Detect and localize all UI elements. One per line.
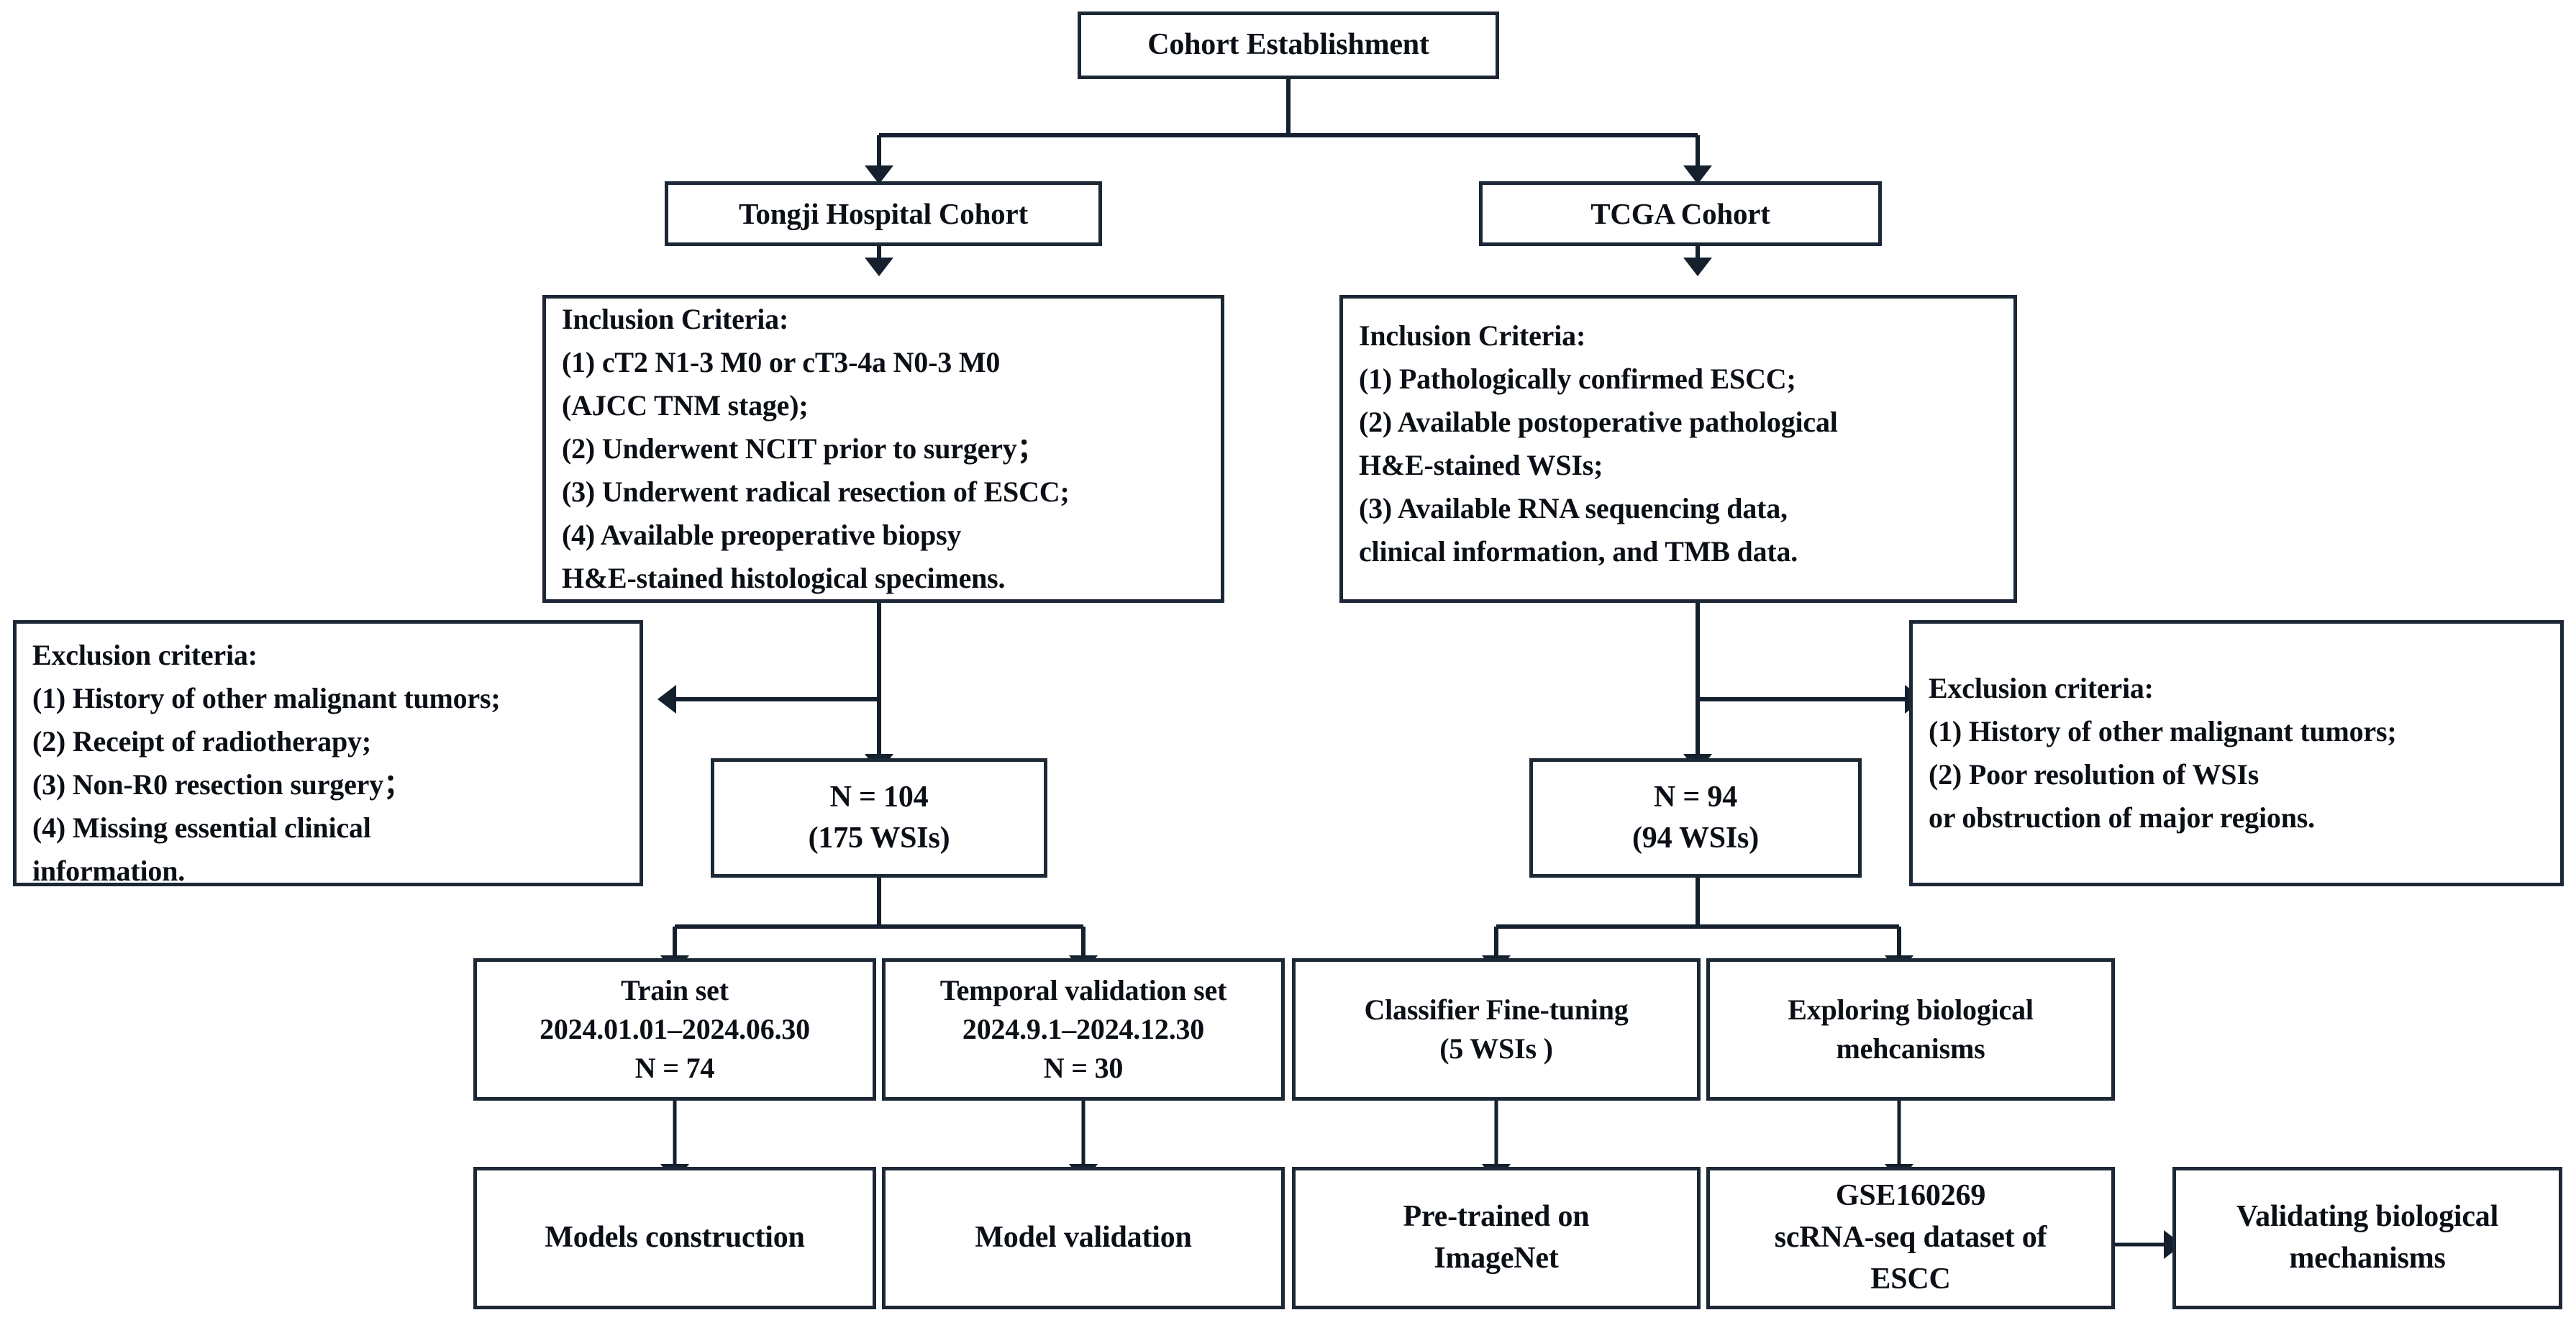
exclusion-line: information. (32, 855, 186, 887)
inclusion-line: (3) Underwent radical resection of ESCC; (562, 476, 1070, 508)
gse-dataset-line: scRNA-seq dataset of (1774, 1221, 2047, 1255)
exclusion-line: Exclusion criteria: (32, 639, 258, 671)
exclusion-line: (2) Poor resolution of WSIs (1929, 758, 2259, 791)
sample-count-line: N = 94 (1653, 781, 1738, 814)
node-label: Tongji Hospital Cohort (739, 196, 1028, 230)
node-pretrained-on-imagenet[interactable]: Pre-trained on ImageNet (1292, 1167, 1701, 1309)
node-cohort-establishment[interactable]: Cohort Establishment (1078, 12, 1499, 79)
node-tongji-sample-count[interactable]: N = 104 (175 WSIs) (711, 758, 1047, 878)
inclusion-line: (2) Available postoperative pathological (1359, 406, 1838, 438)
node-classifier-fine-tuning[interactable]: Classifier Fine-tuning (5 WSIs ) (1292, 958, 1701, 1101)
gse-dataset-line: GSE160269 (1835, 1179, 1986, 1213)
inclusion-line: Inclusion Criteria: (562, 303, 789, 335)
inclusion-line: (4) Available preoperative biopsy (562, 519, 962, 551)
temporal-validation-line: N = 30 (1043, 1052, 1124, 1084)
node-tcga-cohort[interactable]: TCGA Cohort (1479, 181, 1882, 246)
validating-line: Validating biological (2236, 1200, 2499, 1234)
node-exploring-biological-mechanisms[interactable]: Exploring biological mehcanisms (1706, 958, 2115, 1101)
classifier-line: (5 WSIs ) (1439, 1032, 1553, 1065)
node-models-construction[interactable]: Models construction (473, 1167, 876, 1309)
inclusion-line: (AJCC TNM stage); (562, 389, 809, 422)
node-tongji-inclusion-criteria[interactable]: Inclusion Criteria: (1) cT2 N1-3 M0 or c… (542, 295, 1224, 603)
exploring-line: Exploring biological (1788, 993, 2034, 1026)
pretrained-line: Pre-trained on (1403, 1200, 1590, 1234)
train-set-line: 2024.01.01–2024.06.30 (540, 1013, 810, 1045)
classifier-line: Classifier Fine-tuning (1364, 993, 1629, 1026)
inclusion-line: Inclusion Criteria: (1359, 319, 1586, 352)
node-tcga-sample-count[interactable]: N = 94 (94 WSIs) (1529, 758, 1862, 878)
node-label: Cohort Establishment (1147, 28, 1429, 62)
inclusion-line: (3) Available RNA sequencing data, (1359, 492, 1788, 524)
sample-count-line: (94 WSIs) (1632, 822, 1759, 855)
node-tongji-hospital-cohort[interactable]: Tongji Hospital Cohort (665, 181, 1102, 246)
exclusion-line: (1) History of other malignant tumors; (1929, 715, 2397, 747)
exploring-line: mehcanisms (1836, 1032, 1985, 1065)
exclusion-line: (2) Receipt of radiotherapy; (32, 725, 371, 758)
exclusion-line: (3) Non-R0 resection surgery； (32, 768, 412, 801)
inclusion-line: (1) Pathologically confirmed ESCC; (1359, 363, 1796, 395)
node-tongji-exclusion-criteria[interactable]: Exclusion criteria: (1) History of other… (13, 620, 643, 887)
model-validation-line: Model validation (975, 1221, 1192, 1255)
node-temporal-validation-set[interactable]: Temporal validation set 2024.9.1–2024.12… (882, 958, 1285, 1101)
inclusion-line: H&E-stained histological specimens. (562, 562, 1006, 594)
exclusion-line: or obstruction of major regions. (1929, 801, 2315, 834)
train-set-line: Train set (621, 974, 729, 1006)
temporal-validation-line: 2024.9.1–2024.12.30 (962, 1013, 1205, 1045)
temporal-validation-line: Temporal validation set (939, 974, 1227, 1006)
sample-count-line: (175 WSIs) (808, 822, 950, 855)
models-construction-line: Models construction (545, 1221, 805, 1255)
node-validating-biological-mechanisms[interactable]: Validating biological mechanisms (2172, 1167, 2562, 1309)
node-gse160269-dataset[interactable]: GSE160269 scRNA-seq dataset of ESCC (1706, 1167, 2115, 1309)
node-model-validation[interactable]: Model validation (882, 1167, 1285, 1309)
validating-line: mechanisms (2289, 1242, 2446, 1275)
exclusion-line: Exclusion criteria: (1929, 672, 2154, 704)
train-set-line: N = 74 (634, 1052, 715, 1084)
gse-dataset-line: ESCC (1870, 1262, 1951, 1296)
node-label: TCGA Cohort (1590, 196, 1770, 230)
sample-count-line: N = 104 (829, 781, 929, 814)
node-tcga-inclusion-criteria[interactable]: Inclusion Criteria: (1) Pathologically c… (1339, 295, 2017, 603)
inclusion-line: clinical information, and TMB data. (1359, 535, 1798, 568)
node-tcga-exclusion-criteria[interactable]: Exclusion criteria: (1) History of other… (1909, 620, 2564, 886)
exclusion-line: (1) History of other malignant tumors; (32, 682, 501, 714)
inclusion-line: (1) cT2 N1-3 M0 or cT3-4a N0-3 M0 (562, 346, 1001, 378)
node-train-set[interactable]: Train set 2024.01.01–2024.06.30 N = 74 (473, 958, 876, 1101)
inclusion-line: (2) Underwent NCIT prior to surgery； (562, 432, 1046, 465)
exclusion-line: (4) Missing essential clinical (32, 811, 371, 844)
inclusion-line: H&E-stained WSIs; (1359, 449, 1603, 481)
pretrained-line: ImageNet (1434, 1242, 1559, 1275)
